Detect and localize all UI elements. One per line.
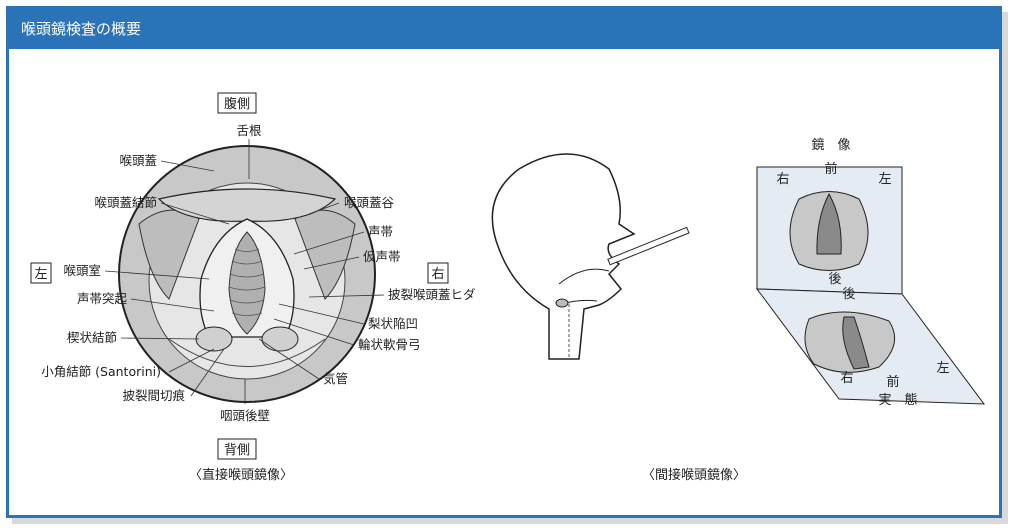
svg-text:喉頭蓋谷: 喉頭蓋谷 <box>344 195 395 210</box>
svg-text:披裂間切痕: 披裂間切痕 <box>122 388 185 403</box>
ventral-label: 腹側 <box>224 96 250 112</box>
dorsal-box <box>217 438 257 460</box>
svg-text:実 態: 実 態 <box>878 392 917 408</box>
page-title: 喉頭鏡検査の概要 <box>9 9 999 49</box>
laryngeal-mirror-handle <box>607 226 690 266</box>
fold-left <box>138 209 200 300</box>
svg-text:気管: 気管 <box>323 371 348 386</box>
panel-labels: 鏡 像 前 右 左 後 後 右 左 前 実 態 <box>776 138 949 408</box>
svg-text:咽頭後壁: 咽頭後壁 <box>220 408 270 423</box>
svg-text:仮声帯: 仮声帯 <box>363 249 401 264</box>
svg-text:後: 後 <box>842 287 855 302</box>
svg-text:梨状陥凹: 梨状陥凹 <box>368 316 418 331</box>
posterior-wall-line <box>168 338 326 367</box>
figure-canvas: 腹側 背側 左 右 <box>30 92 986 483</box>
svg-text:右: 右 <box>840 371 853 386</box>
svg-text:右: 右 <box>776 172 789 187</box>
direct-caption: 〈直接喉頭鏡像〉 <box>189 467 293 483</box>
ventral-box <box>217 92 257 114</box>
trachea-shape <box>228 231 266 335</box>
svg-text:鏡 像: 鏡 像 <box>811 138 850 153</box>
svg-text:前: 前 <box>886 374 899 390</box>
svg-text:舌根: 舌根 <box>236 123 262 138</box>
laryngeal-mirror <box>555 298 569 308</box>
figure-frame: 喉頭鏡検査の概要 <box>6 6 1002 518</box>
svg-text:小角結節 (Santorini): 小角結節 (Santorini) <box>41 364 161 379</box>
fold-right <box>294 209 356 300</box>
left-side-label: 左 <box>34 267 47 282</box>
svg-text:楔状結節: 楔状結節 <box>67 330 117 345</box>
svg-text:後: 後 <box>828 272 841 287</box>
svg-text:喉頭室: 喉頭室 <box>63 263 101 278</box>
mirror-panels: 鏡 像 前 右 左 後 後 右 左 前 実 態 <box>755 138 986 408</box>
right-side-label: 右 <box>431 267 444 282</box>
direct-labels: 舌根 喉頭蓋 喉頭蓋結節 喉頭室 声帯突起 楔状結節 小角結節 (Santori… <box>41 123 475 423</box>
left-arytenoid <box>195 326 233 352</box>
direct-laryngoscope-view: 腹側 背側 左 右 <box>30 92 476 483</box>
svg-text:喉頭蓋: 喉頭蓋 <box>119 153 157 168</box>
left-box <box>30 262 52 284</box>
indirect-caption: 〈間接喉頭鏡像〉 <box>642 467 746 483</box>
svg-text:披裂喉頭蓋ヒダ: 披裂喉頭蓋ヒダ <box>388 287 476 302</box>
dorsal-label: 背側 <box>224 443 250 458</box>
svg-text:声帯: 声帯 <box>368 224 393 239</box>
svg-text:左: 左 <box>936 361 949 376</box>
svg-text:喉頭蓋結節: 喉頭蓋結節 <box>94 195 157 210</box>
right-box <box>427 262 449 284</box>
svg-text:輪状軟骨弓: 輪状軟骨弓 <box>358 337 421 352</box>
svg-text:前: 前 <box>824 161 837 177</box>
svg-text:左: 左 <box>878 172 891 187</box>
leader-lines <box>104 139 385 404</box>
head-sagittal-view: 〈間接喉頭鏡像〉 <box>491 153 746 483</box>
svg-text:声帯突起: 声帯突起 <box>77 291 128 306</box>
right-arytenoid <box>261 326 299 352</box>
